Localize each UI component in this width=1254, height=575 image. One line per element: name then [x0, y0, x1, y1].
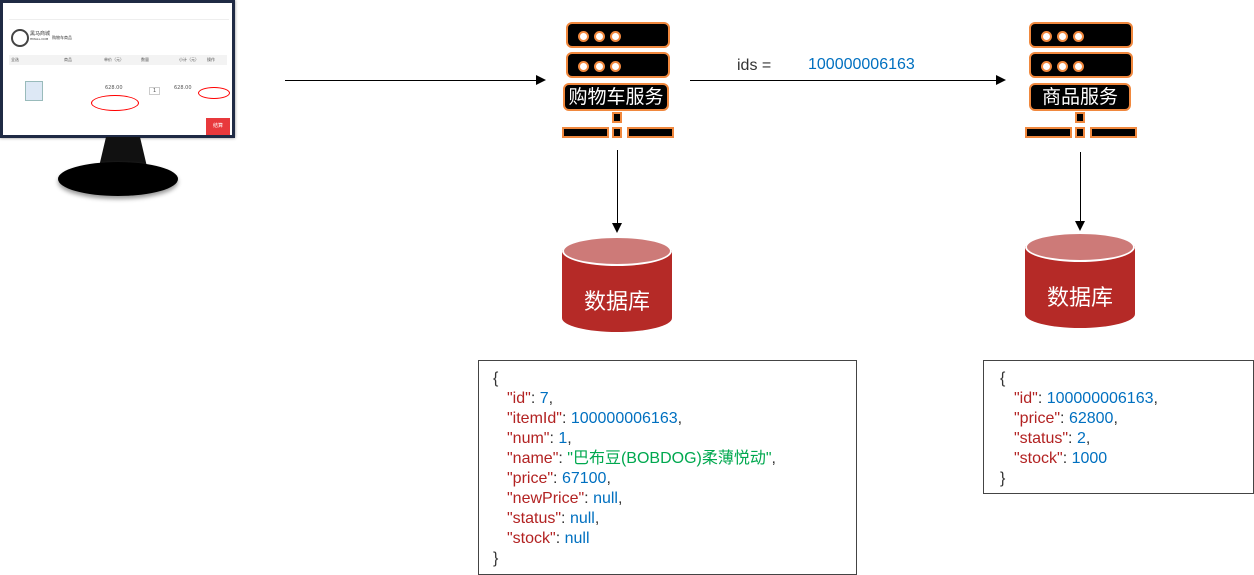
server-base-left — [1025, 127, 1072, 138]
server-stem — [612, 112, 622, 123]
json-key: "stock" — [1014, 450, 1063, 467]
brand-sub: HMALL.COM — [30, 37, 49, 41]
arrowhead — [536, 75, 546, 85]
cart-service-label: 购物车服务 — [563, 83, 669, 111]
json-value: 100000006163 — [1046, 390, 1154, 407]
json-line: "stock": null — [507, 530, 590, 547]
server-base-mid — [612, 127, 622, 138]
json-key: "num" — [507, 430, 550, 447]
cart-json-box: { "id": 7, "itemId": 100000006163, "num": 1… — [478, 360, 857, 575]
col-qty: 数量 — [141, 57, 149, 62]
cart-page-title: 购物车商品 — [52, 35, 72, 40]
json-value: null — [564, 530, 590, 547]
server-rack-2 — [1029, 52, 1133, 78]
server-rack-1 — [1029, 22, 1133, 48]
ids-param-label: ids = — [737, 57, 772, 74]
json-key: "price" — [507, 470, 554, 487]
qty-stepper[interactable]: 1 — [149, 87, 161, 95]
item-service-server-icon: 商品服务 — [1025, 22, 1137, 140]
item-json-box: { "id": 100000006163, "price": 62800, "stat… — [983, 360, 1254, 494]
json-line: "num": 1, — [507, 430, 572, 447]
json-line: "id": 7, — [507, 390, 554, 407]
arrowhead — [996, 75, 1006, 85]
json-line: "newPrice": null, — [507, 490, 623, 507]
json-value: 62800 — [1068, 410, 1114, 427]
json-open-brace: { — [1000, 370, 1006, 387]
logo-icon — [11, 29, 29, 47]
checkout-button[interactable]: 结算 — [206, 118, 230, 135]
cart-service-server-icon: 购物车服务 — [562, 22, 674, 140]
json-close-brace: } — [493, 550, 499, 567]
json-key: "price" — [1014, 410, 1061, 427]
json-line: "price": 62800, — [1014, 410, 1118, 427]
arrow-item-to-db — [1080, 152, 1081, 222]
arrow-cart-to-db — [617, 150, 618, 224]
top-nav-bar — [9, 11, 229, 20]
json-key: "itemId" — [507, 410, 562, 427]
json-close-brace: } — [1000, 470, 1006, 487]
json-line: "status": null, — [507, 510, 600, 527]
col-subtotal: 小计（元） — [179, 57, 199, 62]
cart-header: 全选 商品 单价（元） 数量 小计（元） 操作 — [9, 55, 227, 65]
price-change-circle — [91, 95, 139, 111]
arrow-client-to-cart — [285, 80, 537, 81]
json-value: 7 — [539, 390, 549, 407]
client-monitor-screen: 黑马商城 HMALL.COM 购物车商品 全选 商品 单价（元） 数量 小计（元… — [0, 0, 235, 138]
json-value: 2 — [1076, 430, 1086, 447]
arrowhead — [1075, 221, 1085, 231]
arrow-cart-to-item — [690, 80, 997, 81]
col-item: 商品 — [64, 57, 72, 62]
server-base-left — [562, 127, 609, 138]
product-image — [25, 81, 43, 101]
json-line: "itemId": 100000006163, — [507, 410, 683, 427]
json-value: "巴布豆(BOBDOG)柔薄悦动" — [567, 450, 772, 467]
item-price: 628.00 — [105, 85, 123, 91]
cart-database: 数据库 — [562, 236, 672, 346]
brand: 黑马商城 — [30, 31, 51, 37]
arrowhead — [612, 223, 622, 233]
json-value: 100000006163 — [570, 410, 678, 427]
json-key: "id" — [507, 390, 531, 407]
monitor-base — [58, 162, 178, 196]
server-rack-1 — [566, 22, 670, 48]
json-key: "stock" — [507, 530, 556, 547]
database-label: 数据库 — [583, 290, 650, 315]
json-key: "newPrice" — [507, 490, 585, 507]
json-value: 67100 — [561, 470, 607, 487]
ids-param-value: 100000006163 — [808, 56, 915, 73]
server-base-right — [627, 127, 674, 138]
item-service-label: 商品服务 — [1029, 83, 1131, 111]
json-line: "stock": 1000 — [1014, 450, 1108, 467]
json-value: null — [569, 510, 595, 527]
json-key: "name" — [507, 450, 559, 467]
json-line: "name": "巴布豆(BOBDOG)柔薄悦动", — [507, 450, 776, 467]
json-key: "status" — [1014, 430, 1069, 447]
server-stem — [1075, 112, 1085, 123]
item-database: 数据库 — [1025, 232, 1135, 342]
action-circle — [198, 87, 230, 99]
json-line: "status": 2, — [1014, 430, 1091, 447]
database-label: 数据库 — [1046, 286, 1113, 311]
col-price: 单价（元） — [104, 57, 124, 62]
col-select-all[interactable]: 全选 — [11, 57, 19, 62]
server-rack-2 — [566, 52, 670, 78]
server-base-mid — [1075, 127, 1085, 138]
json-open-brace: { — [493, 370, 499, 387]
json-line: "price": 67100, — [507, 470, 611, 487]
json-key: "status" — [507, 510, 562, 527]
json-value: 1000 — [1071, 450, 1108, 467]
server-base-right — [1090, 127, 1137, 138]
json-line: "id": 100000006163, — [1014, 390, 1158, 407]
item-subtotal: 628.00 — [174, 85, 192, 91]
json-value: 1 — [558, 430, 568, 447]
json-key: "id" — [1014, 390, 1038, 407]
json-value: null — [593, 490, 618, 507]
col-action: 操作 — [207, 57, 215, 62]
